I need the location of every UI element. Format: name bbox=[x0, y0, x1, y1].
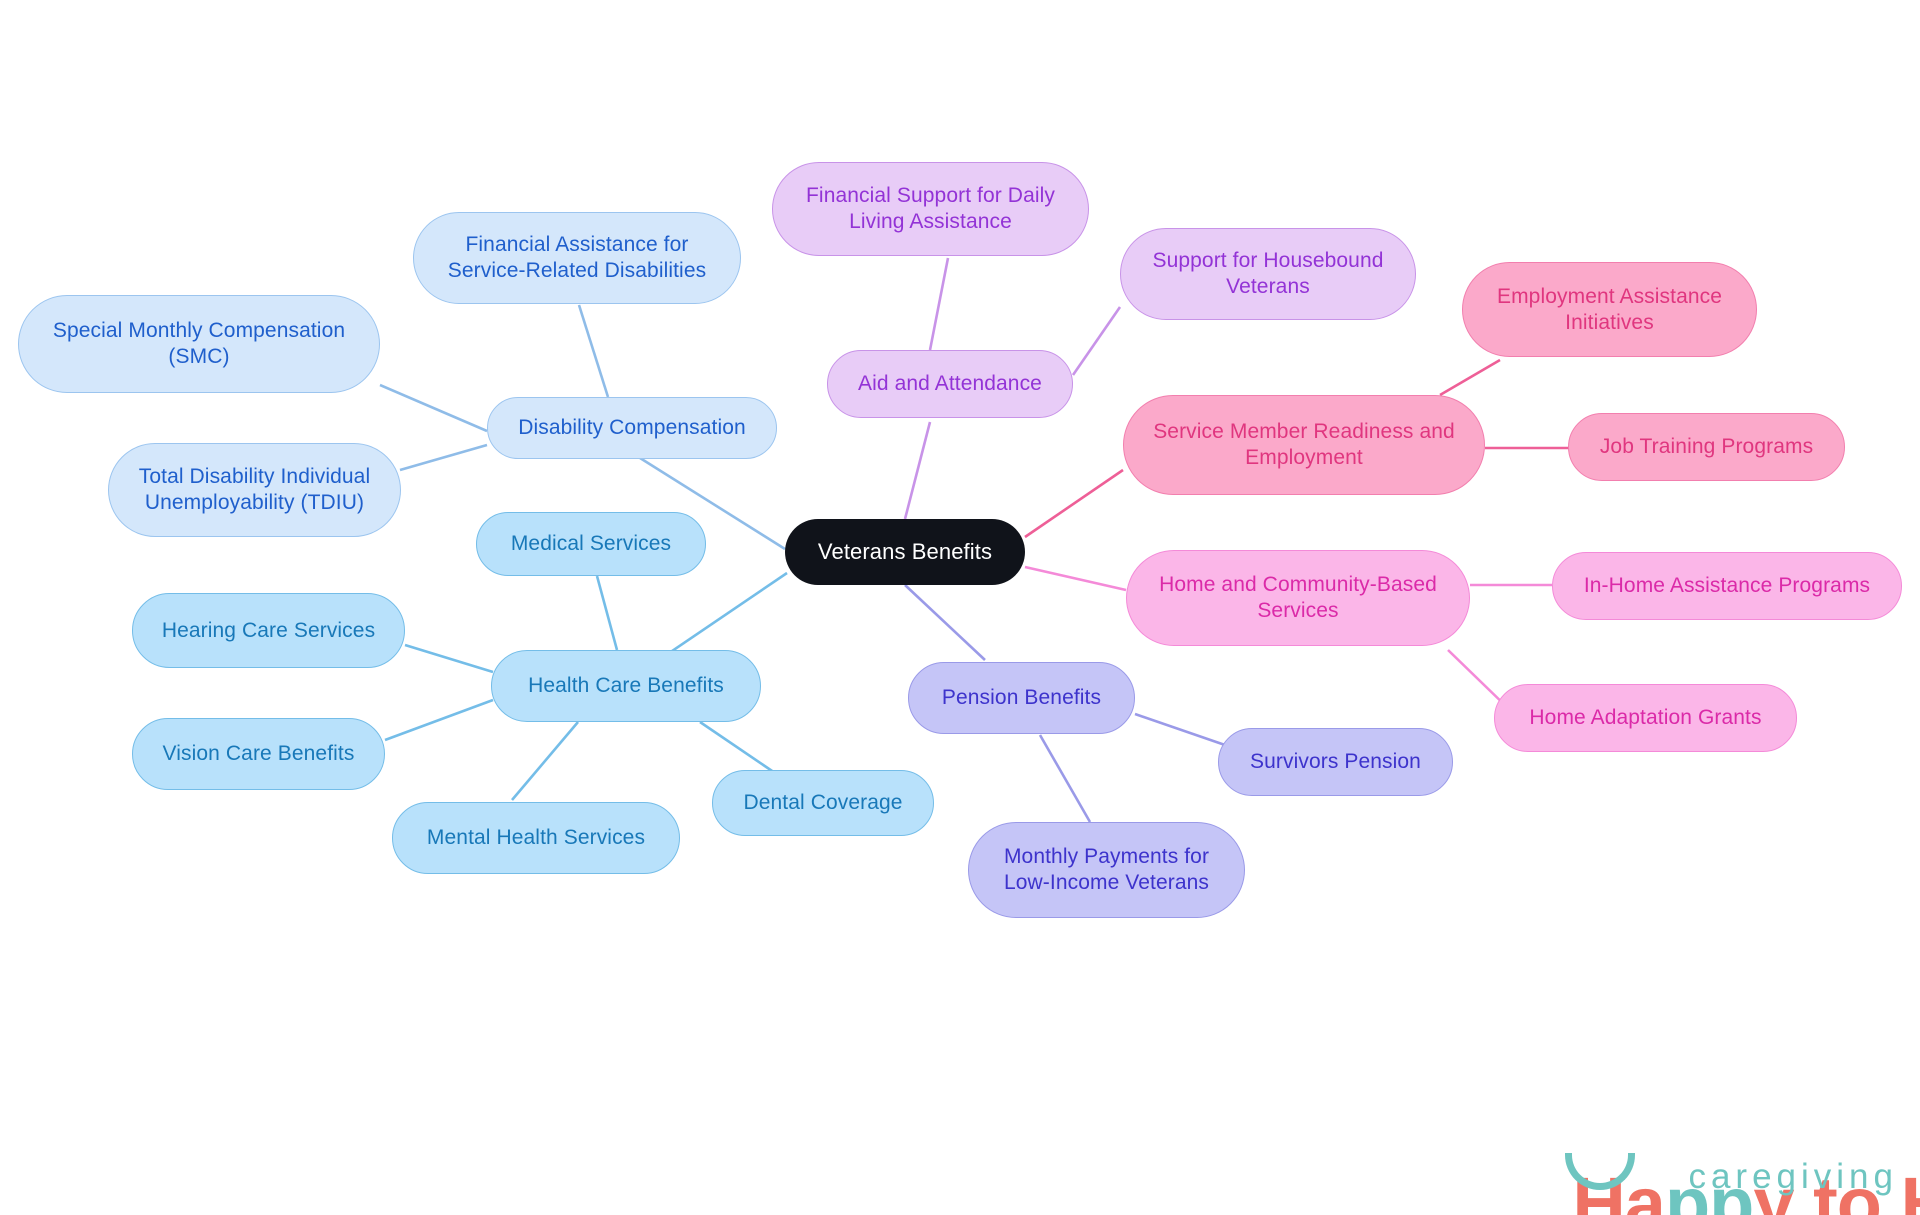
edge-root-to-aid-attendance bbox=[903, 421, 932, 520]
logo-wordmark: Happy to Help bbox=[1455, 1093, 1920, 1215]
node-job-training-programs[interactable]: Job Training Programs bbox=[1568, 413, 1845, 481]
node-monthly-payments-low-income-veterans[interactable]: Monthly Payments for Low-Income Veterans bbox=[968, 822, 1245, 918]
edge-health-to-mental-health bbox=[511, 721, 579, 801]
edge-disability-to-smc bbox=[379, 383, 488, 433]
logo-text-y-to-help: y to Help bbox=[1753, 1162, 1920, 1215]
node-home-and-community-based-services[interactable]: Home and Community-Based Services bbox=[1126, 550, 1470, 646]
edge-aid-to-financial-support bbox=[928, 257, 950, 351]
edge-pension-to-survivors bbox=[1134, 712, 1226, 747]
logo-text-pp: pp bbox=[1664, 1162, 1754, 1215]
node-employment-assistance-initiatives[interactable]: Employment Assistance Initiatives bbox=[1462, 262, 1757, 357]
node-vision-care-benefits[interactable]: Vision Care Benefits bbox=[132, 718, 385, 790]
edge-readiness-to-employment-assistance bbox=[1439, 358, 1501, 397]
edge-root-to-service-member-readiness bbox=[1024, 468, 1124, 539]
node-support-for-housebound-veterans[interactable]: Support for Housebound Veterans bbox=[1120, 228, 1416, 320]
edge-root-to-pension-benefits bbox=[904, 584, 986, 661]
happy-to-help-logo: Happy to Help caregiving bbox=[1455, 1093, 1920, 1215]
node-aid-and-attendance[interactable]: Aid and Attendance bbox=[827, 350, 1073, 418]
node-service-member-readiness-and-employment[interactable]: Service Member Readiness and Employment bbox=[1123, 395, 1485, 495]
edge-health-to-medical-services bbox=[595, 575, 619, 651]
node-pension-benefits[interactable]: Pension Benefits bbox=[908, 662, 1135, 734]
node-financial-support-daily-living[interactable]: Financial Support for Daily Living Assis… bbox=[772, 162, 1089, 256]
node-root-veterans-benefits[interactable]: Veterans Benefits bbox=[785, 519, 1025, 585]
node-disability-compensation[interactable]: Disability Compensation bbox=[487, 397, 777, 459]
node-home-adaptation-grants[interactable]: Home Adaptation Grants bbox=[1494, 684, 1797, 752]
edge-aid-to-housebound bbox=[1071, 306, 1122, 376]
edge-disability-to-financial-assistance bbox=[577, 304, 610, 398]
edge-disability-to-tdiu bbox=[399, 443, 488, 472]
logo-tagline: caregiving bbox=[1688, 1157, 1898, 1196]
node-survivors-pension[interactable]: Survivors Pension bbox=[1218, 728, 1453, 796]
edge-root-to-home-community bbox=[1024, 565, 1127, 592]
node-special-monthly-compensation[interactable]: Special Monthly Compensation (SMC) bbox=[18, 295, 380, 393]
edge-health-to-hearing-care bbox=[404, 643, 494, 674]
node-dental-coverage[interactable]: Dental Coverage bbox=[712, 770, 934, 836]
node-total-disability-individual-unemployability[interactable]: Total Disability Individual Unemployabil… bbox=[108, 443, 401, 537]
edge-pension-to-monthly-payments bbox=[1038, 734, 1092, 823]
edge-health-to-vision-care bbox=[384, 698, 494, 742]
node-mental-health-services[interactable]: Mental Health Services bbox=[392, 802, 680, 874]
node-health-care-benefits[interactable]: Health Care Benefits bbox=[491, 650, 761, 722]
node-in-home-assistance-programs[interactable]: In-Home Assistance Programs bbox=[1552, 552, 1902, 620]
node-financial-assistance-service-related[interactable]: Financial Assistance for Service-Related… bbox=[413, 212, 741, 304]
node-hearing-care-services[interactable]: Hearing Care Services bbox=[132, 593, 405, 668]
node-medical-services[interactable]: Medical Services bbox=[476, 512, 706, 576]
edge-health-to-dental bbox=[699, 720, 779, 777]
